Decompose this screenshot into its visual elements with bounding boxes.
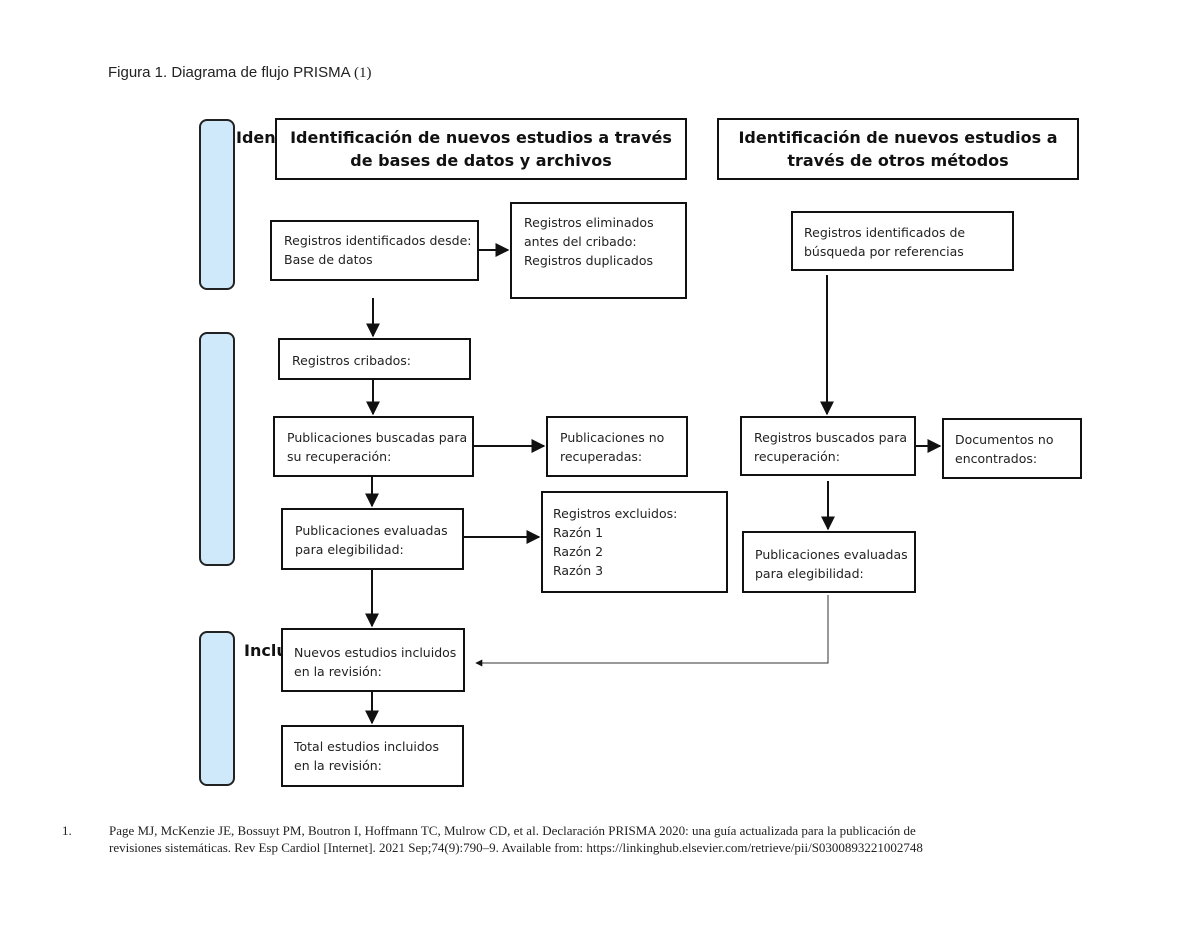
figure-caption-ref: (1) — [353, 65, 372, 81]
stage-label-inclusion: Inclu — [244, 641, 288, 660]
footnote-line-1: Page MJ, McKenzie JE, Bossuyt PM, Boutro… — [109, 823, 916, 838]
footnote-number: 1. — [62, 823, 72, 838]
figure-caption: Figura 1. Diagrama de flujo PRISMA (1) — [108, 64, 371, 82]
stage-bar-inclusion — [199, 631, 235, 786]
figure-caption-label: Figura 1. Diagrama de flujo PRISMA — [108, 64, 350, 81]
arrow-other-assessed-to-included — [475, 595, 829, 667]
stage-label-identification: Ident — [236, 128, 284, 147]
header-databases: Identificación de nuevos estudios a trav… — [275, 118, 687, 180]
stage-bar-screening — [199, 332, 235, 566]
box-records-screened: Registros cribados: — [278, 338, 471, 380]
footnote-line-2: revisiones sistemáticas. Rev Esp Cardiol… — [109, 840, 923, 855]
stage-bar-identification — [199, 119, 235, 290]
box-records-identified: Registros identificados desde:Base de da… — [270, 220, 479, 281]
header-other-methods: Identificación de nuevos estudios a trav… — [717, 118, 1079, 180]
